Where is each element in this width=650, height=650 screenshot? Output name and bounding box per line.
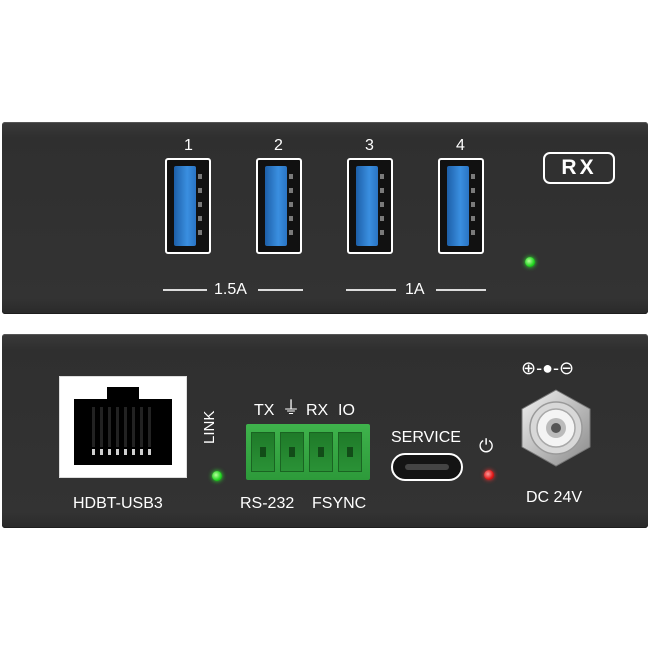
usb-port-1[interactable] <box>165 158 211 254</box>
usb-port-4[interactable] <box>438 158 484 254</box>
usb-port-3[interactable] <box>347 158 393 254</box>
terminal-slot <box>309 432 333 472</box>
port-number-1: 1 <box>184 137 193 154</box>
port-number-3: 3 <box>365 137 374 154</box>
terminal-slot <box>338 432 362 472</box>
bnc-connector-icon <box>521 389 591 467</box>
port-number-2: 2 <box>274 137 283 154</box>
port-number-4: 4 <box>456 137 465 154</box>
rj45-jack-icon <box>74 387 172 465</box>
terminal-label-io: IO <box>338 402 355 419</box>
current-divider-line <box>436 289 486 291</box>
current-divider-line <box>258 289 303 291</box>
rx-badge: RX <box>543 152 615 184</box>
terminal-label-tx: TX <box>254 402 275 419</box>
terminal-slot <box>280 432 304 472</box>
front-panel-rx <box>2 122 648 314</box>
link-label: LINK <box>201 410 218 444</box>
link-led-icon <box>212 471 222 481</box>
dc-power-connector[interactable] <box>518 388 594 468</box>
current-divider-line <box>163 289 207 291</box>
usb-port-2[interactable] <box>256 158 302 254</box>
current-divider-line <box>346 289 396 291</box>
terminal-block[interactable] <box>246 424 370 480</box>
dc-label: DC 24V <box>526 489 583 506</box>
rj45-label: HDBT-USB3 <box>73 495 163 512</box>
rs232-label: RS-232 <box>240 495 295 512</box>
power-icon: ⏻ <box>479 436 494 456</box>
current-label-right: 1A <box>405 281 425 298</box>
terminal-label-rx: RX <box>306 402 329 419</box>
polarity-icon: ⊕-●-⊖ <box>521 358 575 378</box>
service-usb-c-port[interactable] <box>391 453 463 481</box>
power-led-icon <box>484 470 494 480</box>
fsync-label: FSYNC <box>312 495 367 512</box>
current-label-left: 1.5A <box>214 281 247 298</box>
status-led-icon <box>525 257 535 267</box>
ground-icon: ⏚ <box>282 398 300 418</box>
rj45-port[interactable] <box>59 376 187 478</box>
service-label: SERVICE <box>391 429 461 446</box>
terminal-slot <box>251 432 275 472</box>
